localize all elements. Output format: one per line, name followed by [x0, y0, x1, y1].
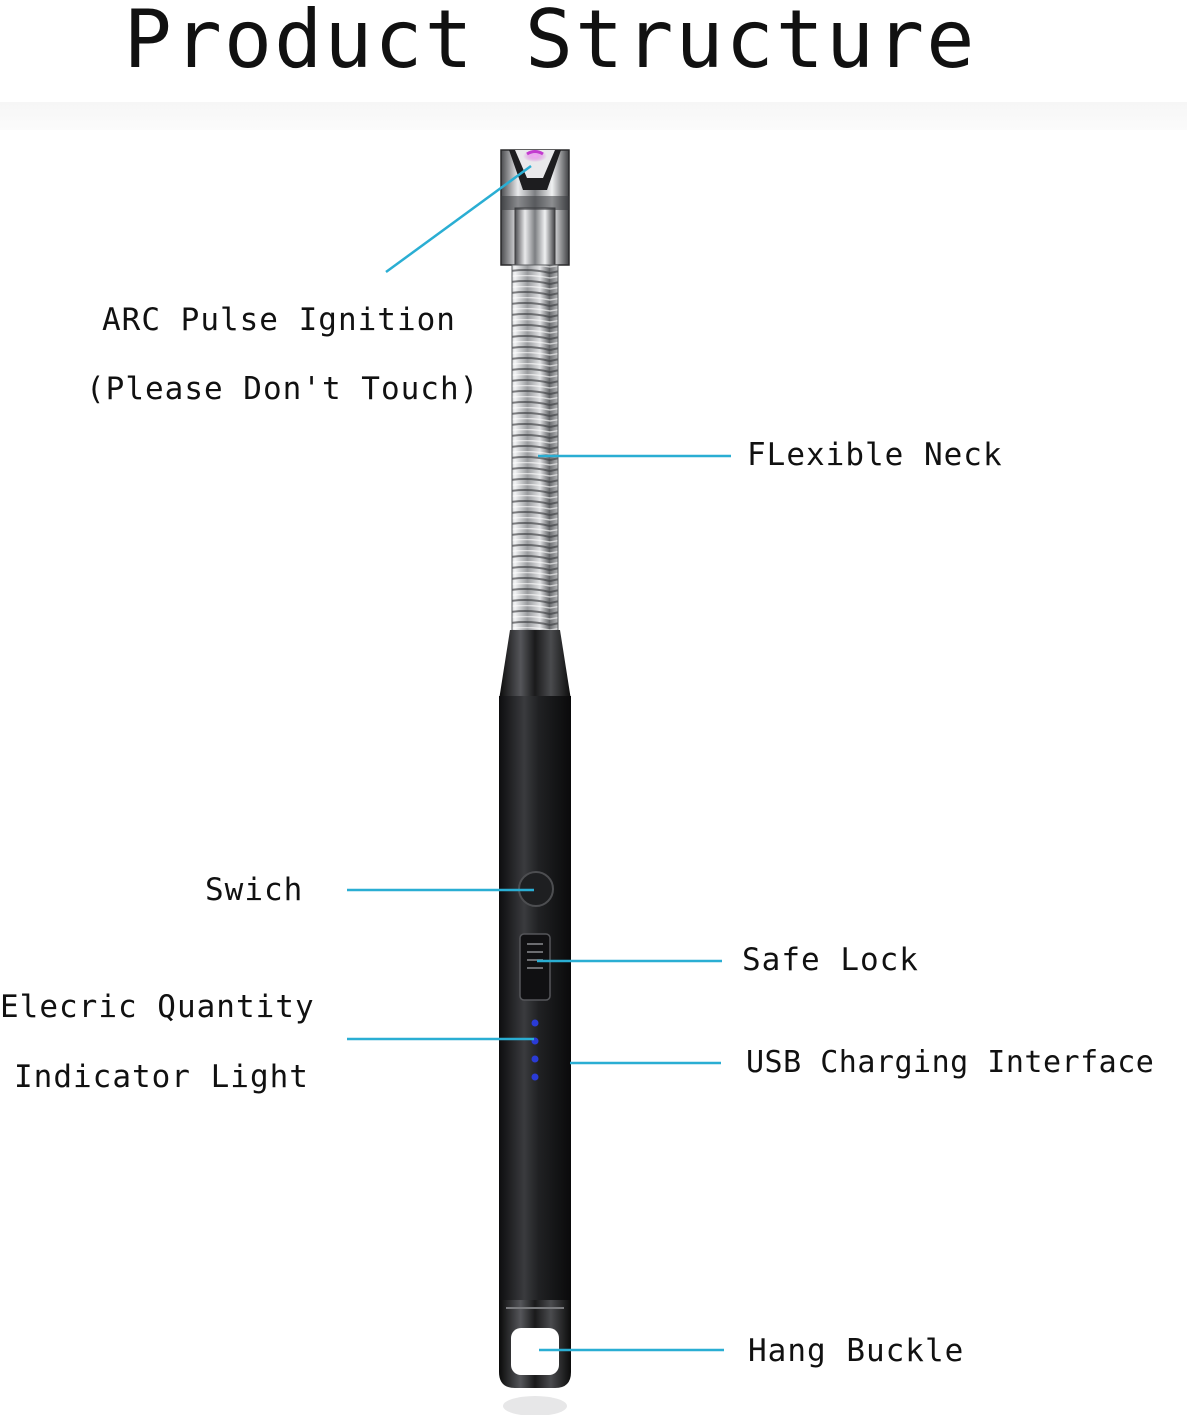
lighter-body: [499, 696, 571, 1308]
page-title: Product Structure: [123, 0, 977, 86]
indicator-label-line2: Indicator Light: [14, 1059, 309, 1095]
hang-buckle: [499, 1300, 571, 1388]
title-divider-band: [0, 102, 1187, 130]
indicator-label-line1: Elecric Quantity: [0, 989, 315, 1025]
reflection: [503, 1396, 567, 1415]
indicator-leds: [531, 1019, 539, 1081]
flexible-neck: [511, 264, 559, 634]
hang-buckle-label: Hang Buckle: [748, 1333, 965, 1369]
arc-ignition-warning-label: (Please Don't Touch): [86, 371, 480, 407]
safe-lock-slider: [519, 933, 551, 1001]
leader-line-arc: [385, 164, 532, 274]
arc-ignition-label: ARC Pulse Ignition: [102, 302, 456, 338]
safe-lock-label: Safe Lock: [742, 942, 919, 978]
switch-label: Swich: [205, 872, 304, 908]
flexible-neck-label: FLexible Neck: [747, 437, 1003, 473]
usb-charging-label: USB Charging Interface: [746, 1045, 1155, 1080]
arc-ignition-head: [500, 149, 570, 266]
body-collar: [499, 630, 571, 700]
